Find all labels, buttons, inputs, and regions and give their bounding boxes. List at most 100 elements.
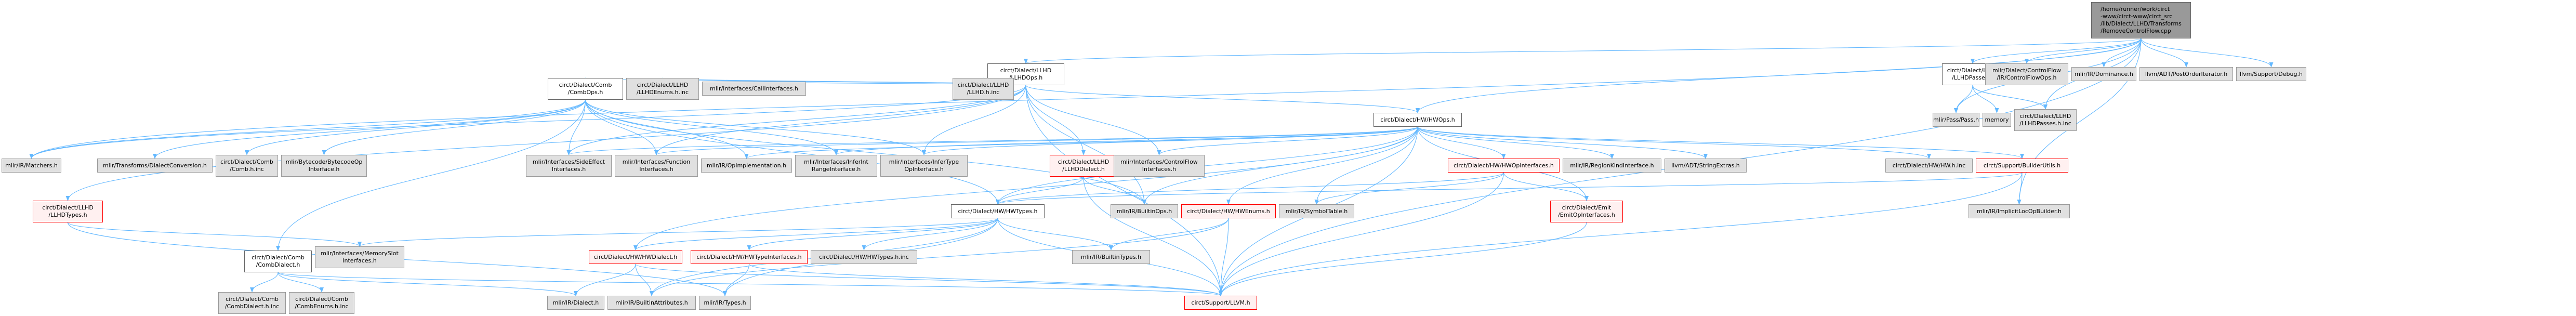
graph-edge	[1024, 38, 2142, 64]
graph-node-sideeffectinterfaces: mlir/Interfaces/SideEffect Interfaces.h	[526, 155, 612, 177]
graph-edge	[1226, 126, 1418, 205]
graph-node-hwtypeinterfaces[interactable]: circt/Dialect/HW/HWTypeInterfaces.h	[691, 250, 808, 264]
graph-node-implicitlocopbuilder: mlir/IR/ImplicitLocOpBuilder.h	[1969, 204, 2070, 218]
graph-node-callinterfaces: mlir/Interfaces/CallInterfaces.h	[702, 82, 806, 96]
graph-edge	[1219, 172, 2023, 296]
graph-edge	[922, 126, 1418, 155]
graph-edge	[276, 99, 586, 251]
graph-edge	[2141, 38, 2188, 68]
graph-edge	[1417, 126, 1931, 159]
graph-node-combdialect-inc: circt/Dialect/Comb /CombDialect.h.inc	[218, 292, 286, 314]
graph-node-hwops[interactable]: circt/Dialect/HW/HWOps.h	[1373, 113, 1462, 127]
graph-node-builtintypes: mlir/IR/BuiltinTypes.h	[1072, 250, 1150, 264]
graph-edge	[2017, 172, 2023, 205]
graph-node-hwtypes-inc: circt/Dialect/HW/HWTypes.h.inc	[811, 250, 917, 264]
graph-edge	[245, 99, 586, 155]
graph-node-dialectconversion: mlir/Transforms/DialectConversion.h	[97, 159, 213, 173]
graph-edge	[834, 126, 1418, 155]
graph-edge	[1219, 172, 1504, 296]
graph-node-builtinattributes: mlir/IR/BuiltinAttributes.h	[607, 296, 696, 310]
graph-node-postorderiterator: llvm/ADT/PostOrderIterator.h	[2139, 67, 2233, 81]
graph-node-emitopinterfaces[interactable]: circt/Dialect/Emit /EmitOpInterfaces.h	[1550, 201, 1623, 222]
graph-edge	[1954, 85, 1973, 113]
graph-edge	[322, 99, 586, 155]
graph-node-ir-dialect: mlir/IR/Dialect.h	[547, 296, 604, 310]
graph-edge	[997, 218, 1113, 251]
graph-edge	[65, 85, 1026, 201]
graph-edge	[1025, 85, 1223, 296]
graph-edge	[29, 99, 586, 159]
graph-edge	[585, 99, 658, 155]
graph-node-combdialect[interactable]: circt/Dialect/Comb /CombDialect.h	[244, 251, 312, 272]
graph-node-memory: memory	[1983, 113, 2011, 127]
graph-node-opimplementation: mlir/IR/OpImplementation.h	[701, 159, 792, 173]
graph-edge	[635, 264, 1223, 296]
graph-node-memoryslotinterfaces: mlir/Interfaces/MemorySlot Interfaces.h	[315, 246, 404, 268]
graph-node-hw-inc: circt/Dialect/HW/HW.h.inc	[1885, 159, 1973, 173]
graph-edge	[862, 218, 998, 251]
graph-edge	[1314, 172, 1504, 205]
graph-edge	[1971, 38, 2142, 64]
graph-edge	[153, 99, 586, 159]
graph-node-functioninterfaces: mlir/Interfaces/Function Interfaces.h	[615, 155, 698, 177]
graph-node-combenums-inc: circt/Dialect/Comb /CombEnums.h.inc	[289, 292, 354, 314]
graph-edge	[29, 38, 2142, 159]
graph-edge	[566, 99, 586, 155]
graph-node-ir-types: mlir/IR/Types.h	[699, 296, 751, 310]
graph-node-matchers: mlir/IR/Matchers.h	[2, 159, 61, 173]
graph-node-root-file[interactable]: /home/runner/work/circt -www/circt-www/c…	[2091, 2, 2191, 38]
graph-edge	[1417, 126, 1708, 159]
graph-node-inferintrangeinterface: mlir/Interfaces/InferInt RangeInterface.…	[795, 155, 877, 177]
graph-node-builtinops: mlir/IR/BuiltinOps.h	[1111, 204, 1178, 218]
graph-edge	[1417, 126, 2024, 159]
graph-edge	[278, 272, 1223, 296]
graph-edge	[748, 264, 1223, 296]
graph-node-llhdtypes[interactable]: circt/Dialect/LLHD /LLHDTypes.h	[33, 201, 103, 222]
graph-node-hwopinterfaces[interactable]: circt/Dialect/HW/HWOpInterfaces.h	[1448, 159, 1560, 173]
graph-node-pass: mlir/Pass/Pass.h	[1933, 113, 1979, 127]
graph-node-support-llvm[interactable]: circt/Support/LLVM.h	[1184, 296, 1257, 310]
graph-edge	[635, 264, 654, 296]
graph-edge	[723, 264, 750, 296]
graph-edge	[1025, 85, 1146, 205]
graph-edge	[278, 272, 324, 293]
graph-node-builderutils[interactable]: circt/Support/BuilderUtils.h	[1976, 159, 2068, 173]
graph-edge	[29, 85, 1026, 159]
graph-edge	[654, 126, 1418, 155]
graph-node-hwdialect[interactable]: circt/Dialect/HW/HWDialect.h	[589, 250, 682, 264]
graph-node-combops[interactable]: circt/Dialect/Comb /CombOps.h	[548, 78, 623, 100]
graph-node-comb-inc: circt/Dialect/Comb /Comb.h.inc	[216, 155, 278, 177]
graph-edge	[585, 99, 926, 155]
graph-node-infertypeopinterface: mlir/Interfaces/InferType OpInterface.h	[880, 155, 968, 177]
graph-edge	[585, 99, 749, 159]
graph-edge	[747, 218, 998, 251]
graph-edge	[2025, 38, 2142, 64]
graph-node-controlflowinterfaces: mlir/Interfaces/ControlFlow Interfaces.h	[1114, 155, 1205, 177]
graph-edge	[1083, 176, 1223, 296]
graph-edge	[1972, 85, 1999, 113]
graph-node-llhddialect[interactable]: circt/Dialect/LLHD /LLHDDialect.h	[1050, 155, 1117, 177]
graph-edge	[358, 218, 998, 247]
graph-node-llhdenums-inc: circt/Dialect/LLHD /LLHDEnums.h.inc	[626, 78, 699, 100]
graph-edge	[996, 172, 2023, 205]
graph-edge	[996, 126, 1418, 205]
graph-edge	[567, 126, 1418, 155]
graph-edge	[1314, 126, 1418, 205]
graph-node-symboltable: mlir/IR/SymbolTable.h	[1279, 204, 1354, 218]
graph-edge	[996, 176, 1084, 205]
graph-edge	[1083, 176, 1146, 205]
graph-node-llhdpasses-inc: circt/Dialect/LLHD /LLHDPasses.h.inc	[2014, 109, 2077, 131]
graph-node-hwenums[interactable]: circt/Dialect/HW/HWEnums.h	[1181, 204, 1276, 218]
graph-edge	[585, 99, 1146, 205]
graph-edge	[633, 218, 998, 251]
graph-edge	[1503, 172, 1589, 201]
graph-edge	[585, 99, 838, 155]
graph-node-hwtypes[interactable]: circt/Dialect/HW/HWTypes.h	[951, 204, 1045, 218]
graph-edge	[574, 264, 636, 296]
graph-edge	[278, 272, 578, 296]
graph-edge	[633, 126, 1418, 251]
graph-edge	[650, 218, 1229, 296]
graph-edge	[1157, 126, 1418, 155]
graph-node-bytecodeopinterface: mlir/Bytecode/BytecodeOp Interface.h	[281, 155, 367, 177]
